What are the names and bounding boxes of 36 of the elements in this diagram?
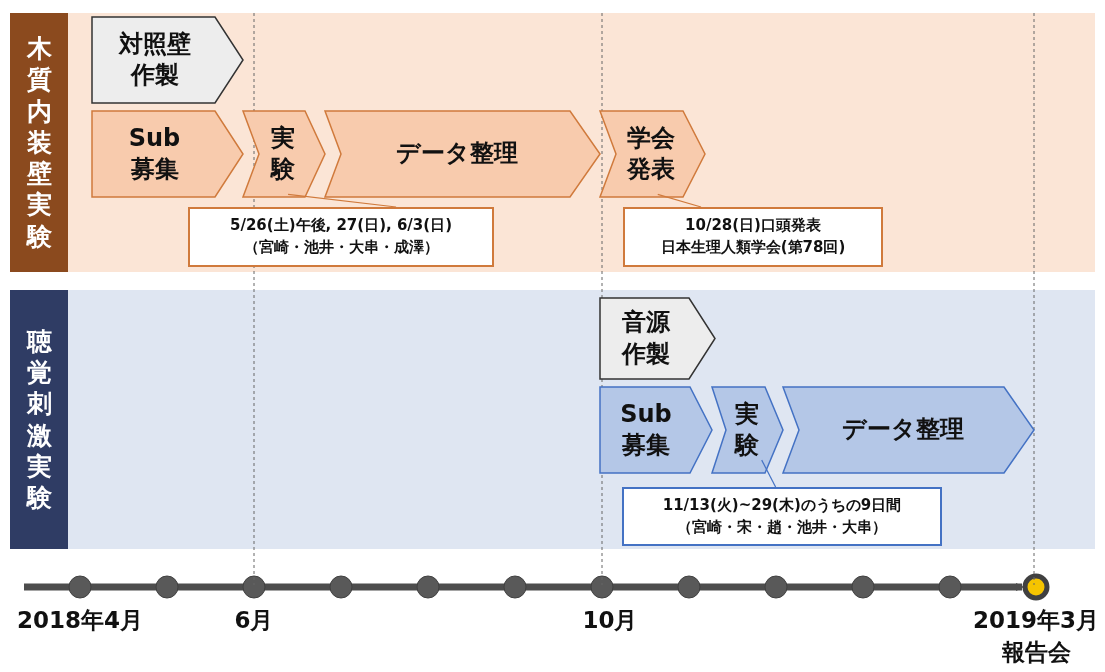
note-box [622, 487, 942, 546]
note-text: 11/13(火)~29(木)のうちの9日間 [662, 494, 902, 516]
note-text: （宮崎・池井・大串・成澤） [243, 237, 439, 258]
leader-line [761, 459, 777, 488]
note-box [623, 207, 883, 267]
step-label: Sub 募集 [619, 398, 673, 461]
lane-title: 聴覚刺激実験 [26, 325, 52, 514]
step-label: 実験 [733, 398, 760, 461]
step-label: 音源作製 [620, 307, 671, 370]
step-label: 学会発表 [625, 122, 676, 185]
note-text: 5/26(土)午後, 27(日), 6/3(日) [230, 215, 452, 237]
note-box [188, 207, 494, 267]
timeline-label: 2018年4月 [17, 606, 143, 635]
leader-line [287, 193, 397, 208]
chevron-step [712, 387, 783, 473]
step-label: 対照壁作製 [117, 28, 192, 91]
timeline-label: 10月 [582, 606, 638, 635]
step-label: 実験 [269, 122, 296, 185]
timeline-label: 報告会 [1001, 638, 1071, 667]
step-label: データ整理 [841, 414, 964, 446]
chevron-step [600, 111, 705, 197]
timeline-label: 6月 [234, 606, 274, 635]
note-text: （宮崎・宋・趙・池井・大串） [677, 516, 887, 538]
chevron-step [600, 387, 712, 473]
lane-title: 木質内装壁実験 [26, 33, 52, 252]
chevron-step [92, 17, 243, 103]
step-label: Sub 募集 [127, 122, 182, 185]
timeline-label: 2019年3月 [973, 606, 1099, 635]
chevron-step [243, 111, 325, 197]
note-text: 日本生理人類学会(第78回) [660, 237, 846, 258]
swimlane-band [10, 13, 1095, 272]
chevron-step [92, 111, 243, 197]
note-text: 10/28(日)口頭発表 [685, 215, 821, 237]
step-label: データ整理 [395, 138, 518, 170]
swimlane-band [10, 290, 1095, 549]
chevron-step [600, 298, 715, 379]
